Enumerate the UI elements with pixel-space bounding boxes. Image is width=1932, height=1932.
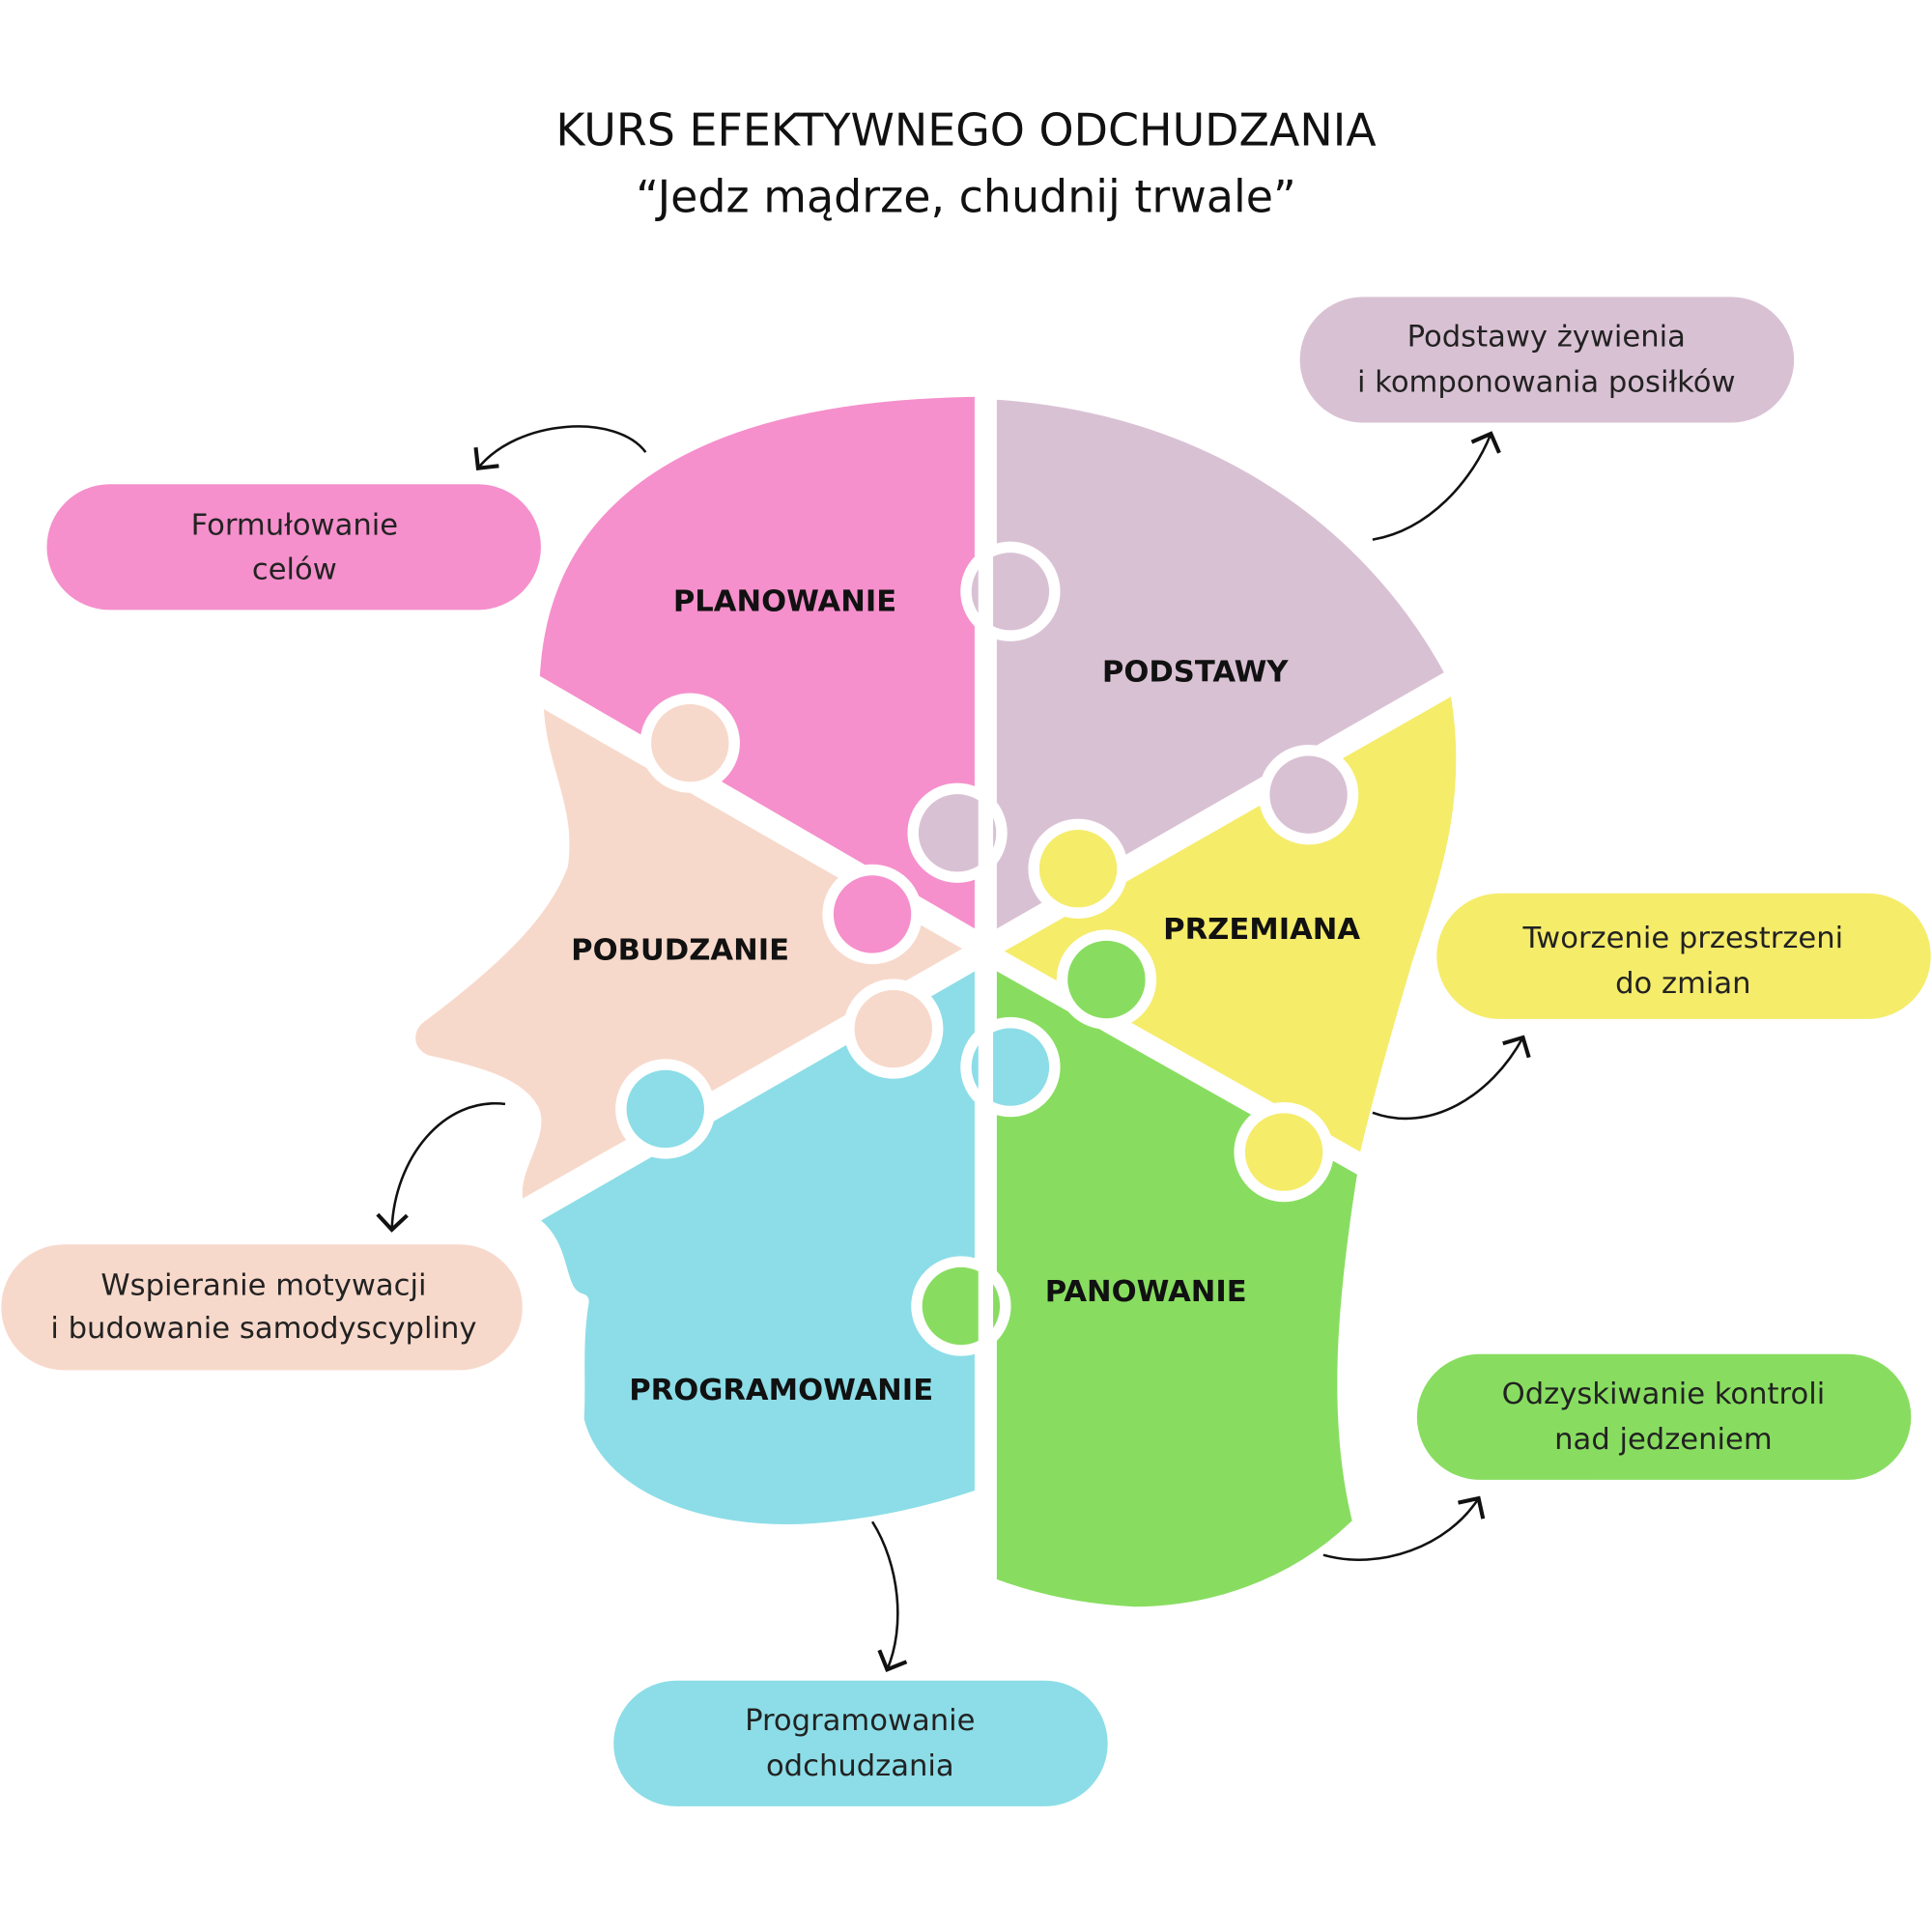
- pill-panowanie: Odzyskiwanie kontroli nad jedzeniem: [1416, 1353, 1912, 1480]
- svg-text:Odzyskiwanie kontroli: Odzyskiwanie kontroli: [1502, 1378, 1826, 1411]
- pill-podstawy: Podstawy żywienia i komponowania posiłkó…: [1299, 297, 1795, 423]
- piece-pobudzanie: [401, 689, 985, 1218]
- svg-text:nad jedzeniem: nad jedzeniem: [1554, 1423, 1773, 1457]
- svg-text:Formułowanie: Formułowanie: [191, 509, 398, 543]
- svg-text:i budowanie samodyscypliny: i budowanie samodyscypliny: [50, 1312, 476, 1346]
- label-programowanie: PROGRAMOWANIE: [629, 1374, 933, 1407]
- pill-planowanie: Formułowanie celów: [46, 484, 541, 611]
- arrow-planowanie: [473, 425, 647, 470]
- title-line-1: KURS EFEKTYWNEGO ODCHUDZANIA: [555, 104, 1377, 156]
- tab-podstawy: [1258, 745, 1359, 845]
- piece-podstawy: [981, 384, 1462, 950]
- svg-text:odchudzania: odchudzania: [766, 1749, 954, 1783]
- arrow-przemiana: [1372, 1035, 1531, 1121]
- tab-panowanie: [1056, 929, 1157, 1030]
- svg-text:do zmian: do zmian: [1615, 967, 1750, 1001]
- svg-text:Tworzenie przestrzeni: Tworzenie przestrzeni: [1522, 922, 1844, 955]
- label-planowanie: PLANOWANIE: [673, 585, 896, 619]
- arrow-panowanie: [1322, 1495, 1486, 1562]
- arrow-podstawy: [1372, 431, 1501, 541]
- pill-przemiana: Tworzenie przestrzeni do zmian: [1436, 893, 1931, 1019]
- svg-text:Podstawy żywienia: Podstawy żywienia: [1407, 320, 1686, 354]
- label-przemiana: PRZEMIANA: [1163, 913, 1360, 947]
- piece-planowanie: [525, 382, 990, 950]
- tab-przemiana: [1028, 818, 1128, 919]
- svg-text:Wspieranie motywacji: Wspieranie motywacji: [100, 1269, 426, 1303]
- tab-przemiana: [1234, 1101, 1334, 1203]
- svg-text:Programowanie: Programowanie: [745, 1704, 975, 1738]
- tab-pobudzanie: [639, 693, 740, 793]
- pill-programowanie: Programowanie odchudzania: [613, 1680, 1108, 1806]
- arrow-pobudzanie: [376, 1101, 506, 1233]
- tab-planowanie: [822, 864, 923, 965]
- label-pobudzanie: POBUDZANIE: [571, 934, 789, 968]
- svg-text:celów: celów: [252, 553, 337, 586]
- tab-programowanie: [615, 1059, 716, 1159]
- tab-pobudzanie: [843, 979, 944, 1079]
- title-line-2: “Jedz mądrze, chudnij trwale”: [636, 170, 1295, 222]
- label-podstawy: PODSTAWY: [1102, 655, 1289, 689]
- arrow-programowanie: [870, 1520, 908, 1672]
- label-panowanie: PANOWANIE: [1045, 1275, 1247, 1309]
- svg-text:i komponowania posiłków: i komponowania posiłków: [1357, 366, 1736, 400]
- piece-programowanie: [520, 951, 990, 1540]
- pill-pobudzanie: Wspieranie motywacji i budowanie samodys…: [1, 1244, 523, 1371]
